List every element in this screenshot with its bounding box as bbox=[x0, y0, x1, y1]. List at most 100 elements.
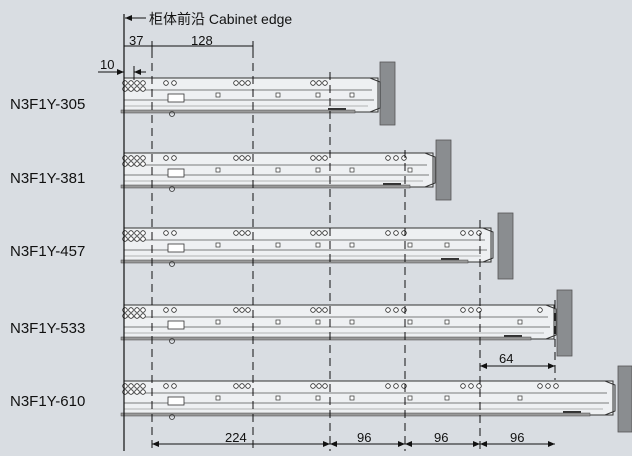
front-lock bbox=[167, 243, 185, 253]
square-hole bbox=[444, 242, 450, 248]
rail-bottom-flange bbox=[120, 336, 532, 341]
rail-rear-end bbox=[424, 152, 436, 188]
rail-rear-end bbox=[482, 227, 494, 263]
mount-hole bbox=[460, 383, 466, 389]
mount-hole bbox=[128, 236, 134, 242]
mount-hole bbox=[134, 161, 140, 167]
mount-hole bbox=[245, 383, 251, 389]
mount-hole bbox=[322, 383, 328, 389]
mount-hole bbox=[476, 230, 482, 236]
mount-hole bbox=[140, 230, 146, 236]
mount-hole bbox=[140, 313, 146, 319]
front-screw bbox=[169, 186, 175, 192]
mount-hole bbox=[393, 155, 399, 161]
dim-64: 64 bbox=[499, 351, 514, 366]
mount-hole bbox=[122, 313, 128, 319]
front-lock bbox=[167, 168, 185, 178]
mount-hole bbox=[460, 307, 466, 313]
mount-hole bbox=[128, 155, 134, 161]
square-hole bbox=[407, 242, 413, 248]
model-label-381: N3F1Y-381 bbox=[10, 170, 86, 187]
dim-37: 37 bbox=[129, 33, 144, 48]
mount-hole bbox=[134, 313, 140, 319]
square-hole bbox=[349, 242, 355, 248]
dim-10: 10 bbox=[100, 57, 115, 72]
mount-hole bbox=[393, 383, 399, 389]
mount-hole bbox=[476, 383, 482, 389]
mount-hole bbox=[239, 383, 245, 389]
mount-hole bbox=[310, 80, 316, 86]
mount-hole bbox=[122, 155, 128, 161]
mount-hole bbox=[385, 307, 391, 313]
mount-hole bbox=[122, 161, 128, 167]
mount-hole bbox=[322, 307, 328, 313]
mount-hole bbox=[122, 383, 128, 389]
mount-hole bbox=[128, 389, 134, 395]
square-hole bbox=[275, 319, 281, 325]
mount-hole bbox=[134, 80, 140, 86]
square-hole bbox=[275, 92, 281, 98]
drawer-slide-4 bbox=[120, 289, 573, 357]
mount-hole bbox=[239, 230, 245, 236]
cabinet-panel bbox=[379, 61, 396, 126]
front-screw bbox=[169, 414, 175, 420]
mount-hole bbox=[310, 307, 316, 313]
mount-hole bbox=[122, 389, 128, 395]
model-label-305: N3F1Y-305 bbox=[10, 96, 86, 113]
mount-hole bbox=[468, 307, 474, 313]
cabinet-panel bbox=[497, 212, 514, 280]
mount-hole bbox=[385, 230, 391, 236]
mount-hole bbox=[134, 307, 140, 313]
mount-hole bbox=[233, 307, 239, 313]
rail-rear-clip bbox=[563, 411, 581, 414]
mount-hole bbox=[140, 383, 146, 389]
mount-hole bbox=[385, 383, 391, 389]
mount-hole bbox=[239, 307, 245, 313]
front-screw bbox=[169, 338, 175, 344]
mount-hole bbox=[393, 230, 399, 236]
mount-hole bbox=[233, 80, 239, 86]
dim-96-c: 96 bbox=[510, 430, 525, 445]
square-hole bbox=[517, 319, 523, 325]
mount-hole bbox=[233, 383, 239, 389]
mount-hole bbox=[245, 230, 251, 236]
mount-hole bbox=[140, 236, 146, 242]
mount-hole bbox=[122, 230, 128, 236]
mount-hole bbox=[122, 86, 128, 92]
mount-hole bbox=[171, 230, 177, 236]
square-hole bbox=[349, 167, 355, 173]
mount-hole bbox=[128, 307, 134, 313]
rail-rear-clip bbox=[441, 258, 459, 261]
mount-hole bbox=[468, 230, 474, 236]
mount-hole bbox=[385, 155, 391, 161]
dim-96-a: 96 bbox=[357, 430, 372, 445]
mount-hole bbox=[134, 155, 140, 161]
slide-rail bbox=[123, 304, 555, 340]
mount-hole bbox=[140, 86, 146, 92]
slide-rail bbox=[123, 227, 492, 263]
mount-hole bbox=[128, 80, 134, 86]
rail-rear-end bbox=[369, 77, 381, 113]
model-label-457: N3F1Y-457 bbox=[10, 243, 86, 260]
square-hole bbox=[349, 319, 355, 325]
mount-hole bbox=[163, 383, 169, 389]
front-screw bbox=[169, 261, 175, 267]
rail-bottom-flange bbox=[120, 184, 411, 189]
cabinet-panel bbox=[617, 365, 632, 433]
square-hole bbox=[315, 242, 321, 248]
dim-96-b: 96 bbox=[434, 430, 449, 445]
mount-hole bbox=[310, 383, 316, 389]
rail-rear-clip bbox=[504, 335, 522, 338]
mount-hole bbox=[553, 383, 559, 389]
front-lock bbox=[167, 396, 185, 406]
drawer-slide-2 bbox=[120, 139, 452, 201]
model-label-610: N3F1Y-610 bbox=[10, 393, 86, 410]
square-hole bbox=[315, 167, 321, 173]
square-hole bbox=[444, 395, 450, 401]
mount-hole bbox=[537, 307, 543, 313]
square-hole bbox=[315, 92, 321, 98]
square-hole bbox=[407, 395, 413, 401]
mount-hole bbox=[128, 86, 134, 92]
mount-hole bbox=[316, 155, 322, 161]
